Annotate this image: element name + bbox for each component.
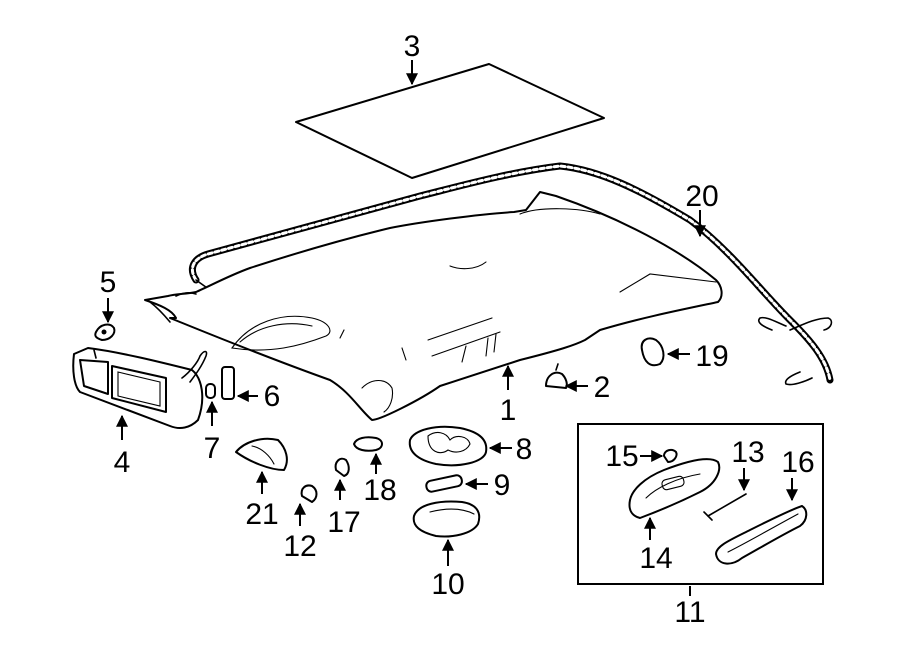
callout-2: 2 bbox=[594, 371, 611, 404]
part-5-visor-clip bbox=[94, 323, 116, 341]
part-3-panel bbox=[295, 63, 605, 179]
callout-9: 9 bbox=[494, 469, 511, 502]
callout-5: 5 bbox=[100, 266, 117, 299]
callout-7: 7 bbox=[204, 432, 221, 465]
callout-3: 3 bbox=[404, 30, 421, 63]
callout-13: 13 bbox=[731, 436, 764, 469]
part-9-lens bbox=[425, 474, 463, 493]
callout-labels: 3 1 2 4 5 6 7 8 9 10 11 12 13 14 15 16 1… bbox=[100, 30, 815, 629]
callout-18: 18 bbox=[363, 474, 396, 507]
part-1-headliner bbox=[144, 191, 723, 421]
part-8-console bbox=[408, 425, 488, 467]
part-6-cover bbox=[221, 366, 235, 400]
part-10-housing bbox=[412, 500, 481, 538]
callout-11: 11 bbox=[674, 596, 705, 629]
part-19-cap bbox=[640, 337, 665, 367]
callout-12: 12 bbox=[283, 530, 316, 563]
callout-1: 1 bbox=[500, 394, 517, 427]
callout-10: 10 bbox=[431, 568, 464, 601]
callout-6: 6 bbox=[264, 380, 281, 413]
callout-15: 15 bbox=[605, 440, 638, 473]
part-7-plug bbox=[205, 383, 216, 399]
part-20-weatherstrip bbox=[189, 162, 834, 386]
callout-14: 14 bbox=[639, 542, 672, 575]
part-21-lamp bbox=[235, 437, 288, 471]
leader-lines bbox=[102, 60, 798, 596]
part-2-clip bbox=[545, 363, 568, 389]
callout-8: 8 bbox=[516, 433, 533, 466]
callout-4: 4 bbox=[114, 446, 131, 479]
part-12-bulb bbox=[300, 484, 318, 503]
part-18-bulb bbox=[353, 436, 383, 452]
callout-16: 16 bbox=[781, 446, 814, 479]
part-17-clip bbox=[334, 457, 350, 477]
callout-20: 20 bbox=[685, 180, 718, 213]
part-4-sunvisor bbox=[72, 347, 208, 429]
callout-19: 19 bbox=[695, 340, 728, 373]
part-11-group-box bbox=[577, 423, 824, 585]
callout-21: 21 bbox=[245, 498, 278, 531]
callout-17: 17 bbox=[327, 506, 360, 539]
